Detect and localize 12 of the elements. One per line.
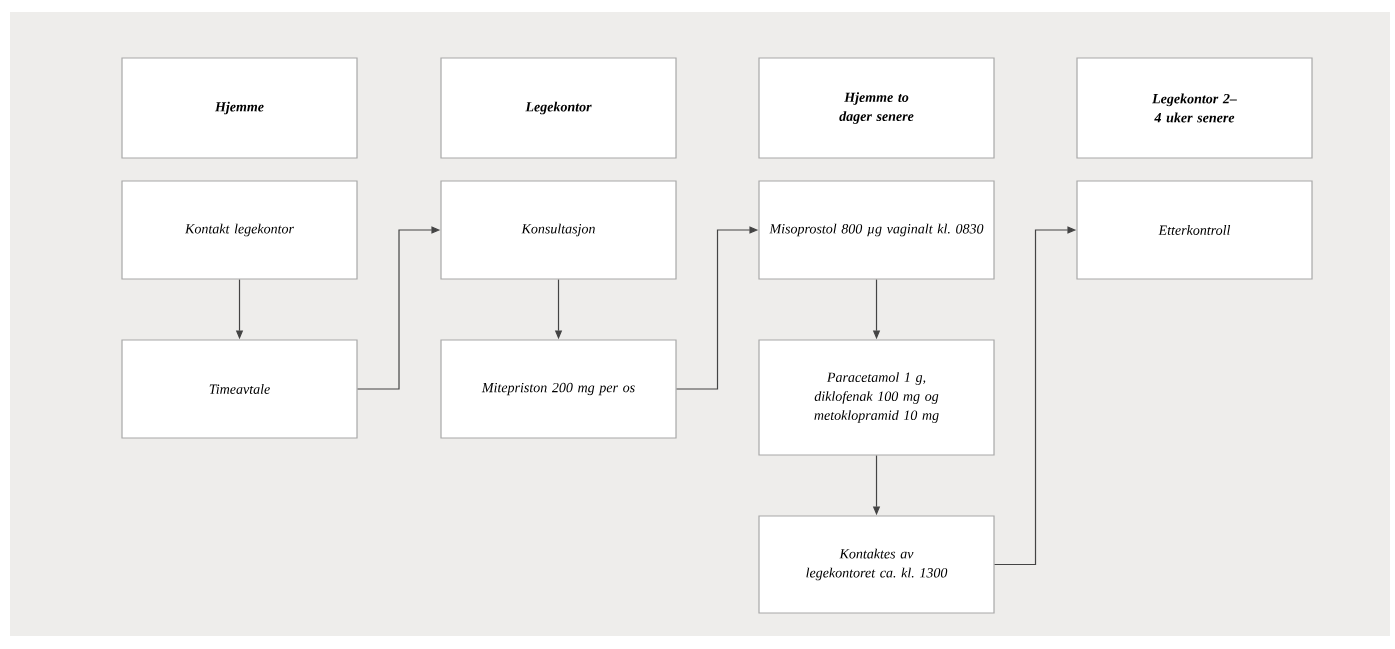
process-box: Kontaktes av legekontoret ca. kl. 1300 <box>758 515 995 614</box>
process-box: Timeavtale <box>121 339 358 439</box>
header-box: Hjemme to dager senere <box>758 57 995 159</box>
header-box: Hjemme <box>121 57 358 159</box>
process-box: Kontakt legekontor <box>121 180 358 280</box>
process-box: Misoprostol 800 µg vaginalt kl. 0830 <box>758 180 995 280</box>
process-box: Paracetamol 1 g, diklofenak 100 mg og metoklopramid 10 mg <box>758 339 995 456</box>
header-box: Legekontor 2–4 uker senere <box>1076 57 1313 159</box>
process-box: Konsultasjon <box>440 180 677 280</box>
header-box: Legekontor <box>440 57 677 159</box>
process-box: Etterkontroll <box>1076 180 1313 280</box>
process-box: Mitepriston 200 mg per os <box>440 339 677 439</box>
